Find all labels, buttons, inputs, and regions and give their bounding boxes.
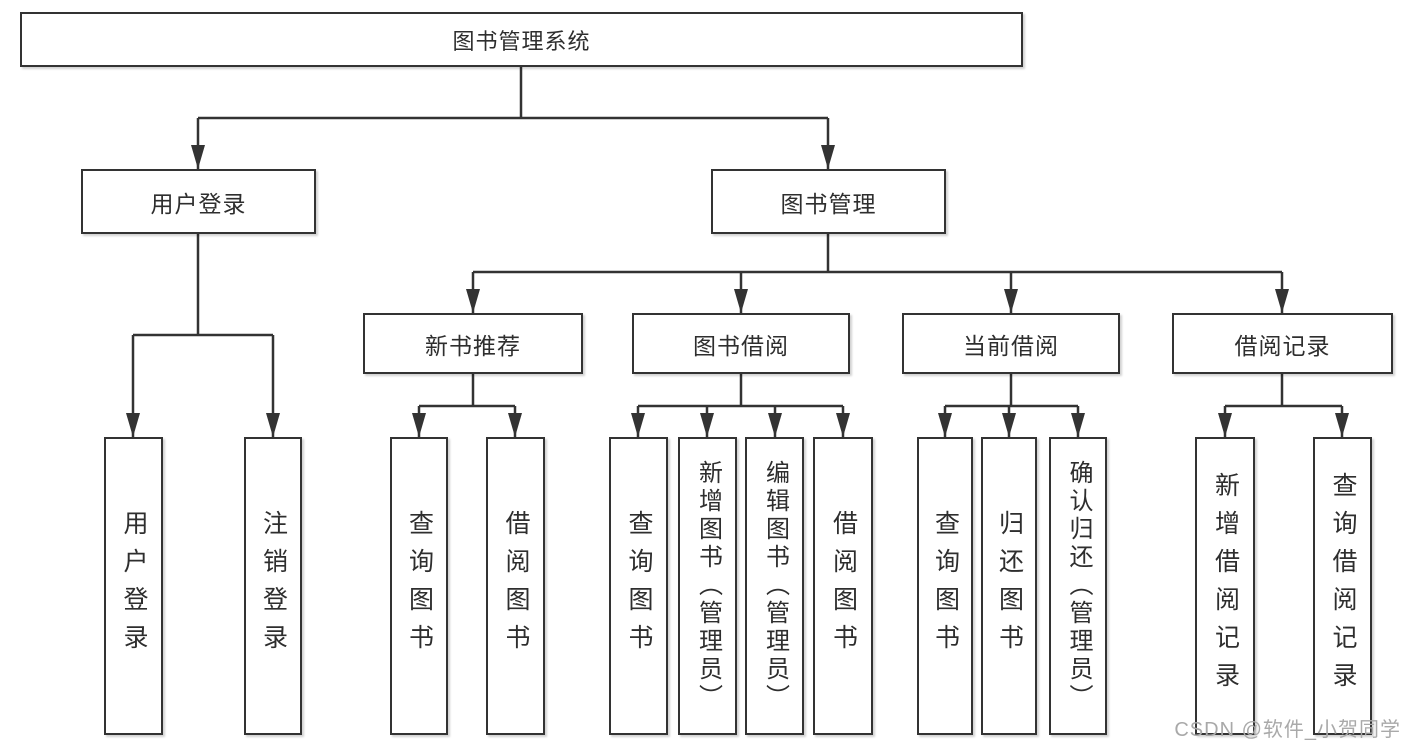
leaf-label: 用户登录 bbox=[120, 510, 148, 662]
node-book-borrow: 图书借阅 bbox=[632, 313, 850, 374]
node-label: 用户登录 bbox=[150, 190, 247, 217]
node-user-login: 用户登录 bbox=[81, 169, 316, 234]
node-label: 当前借阅 bbox=[963, 332, 1059, 359]
node-label: 借阅记录 bbox=[1234, 332, 1331, 359]
leaf-borrow-books: 借阅图书 bbox=[813, 437, 873, 735]
leaf-label: 确认归还（管理员） bbox=[1065, 460, 1092, 712]
leaf-label: 查询图书 bbox=[625, 510, 653, 662]
leaf-add-book-admin: 新增图书（管理员） bbox=[678, 437, 737, 735]
leaf-user-login: 用户登录 bbox=[104, 437, 163, 735]
csdn-watermark: CSDN @软件_小贺同学 bbox=[1174, 719, 1401, 741]
leaf-logout: 注销登录 bbox=[244, 437, 302, 735]
node-new-book-recommend: 新书推荐 bbox=[363, 313, 583, 374]
node-book-management: 图书管理 bbox=[711, 169, 946, 234]
leaf-confirm-return-admin: 确认归还（管理员） bbox=[1049, 437, 1107, 735]
leaf-label: 注销登录 bbox=[259, 510, 288, 662]
leaf-edit-book-admin: 编辑图书（管理员） bbox=[745, 437, 804, 735]
leaf-add-borrow-record: 新增借阅记录 bbox=[1195, 437, 1255, 735]
leaf-query-books-current: 查询图书 bbox=[917, 437, 973, 735]
node-label: 新书推荐 bbox=[425, 332, 521, 359]
leaf-label: 借阅图书 bbox=[502, 510, 530, 662]
leaf-label: 新增图书（管理员） bbox=[694, 460, 722, 712]
leaf-return-book: 归还图书 bbox=[981, 437, 1037, 735]
leaf-label: 编辑图书（管理员） bbox=[761, 460, 789, 712]
node-label: 图书管理 bbox=[780, 190, 877, 217]
leaf-label: 查询图书 bbox=[931, 510, 960, 662]
leaf-label: 新增借阅记录 bbox=[1211, 472, 1240, 700]
leaf-label: 归还图书 bbox=[995, 510, 1024, 662]
node-borrow-records: 借阅记录 bbox=[1172, 313, 1393, 374]
leaf-label: 查询借阅记录 bbox=[1329, 472, 1357, 700]
leaf-label: 借阅图书 bbox=[829, 510, 858, 662]
node-current-borrow: 当前借阅 bbox=[902, 313, 1120, 374]
node-label: 图书管理系统 bbox=[452, 28, 591, 54]
leaf-borrow-books-recommend: 借阅图书 bbox=[486, 437, 545, 735]
node-library-management-system: 图书管理系统 bbox=[20, 12, 1023, 67]
leaf-query-borrow-record: 查询借阅记录 bbox=[1313, 437, 1372, 735]
leaf-label: 查询图书 bbox=[405, 510, 434, 662]
node-label: 图书借阅 bbox=[693, 332, 789, 359]
leaf-query-books-borrow: 查询图书 bbox=[609, 437, 668, 735]
leaf-query-books-recommend: 查询图书 bbox=[390, 437, 448, 735]
